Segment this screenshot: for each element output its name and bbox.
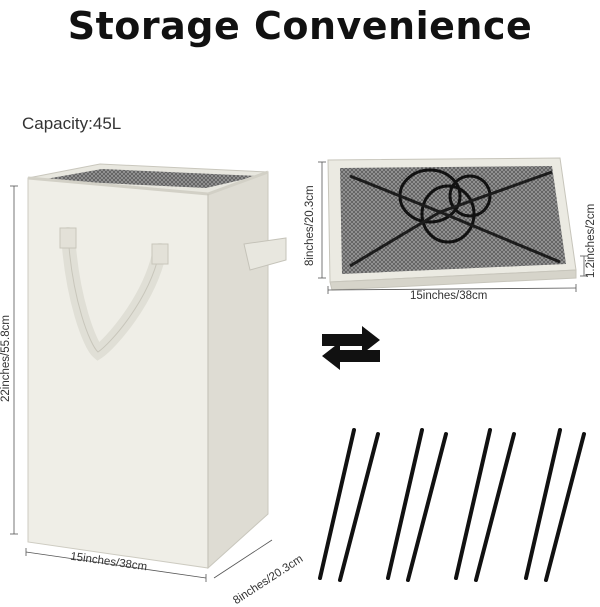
base-depth-label: 8inches/20.3cm [304,185,316,266]
side-handle [243,237,287,271]
page-title: Storage Convenience [67,4,533,48]
base-thickness-label: 1.2inches/2cm [585,203,597,278]
capacity-label: Capacity:45L [22,114,122,133]
support-rod-pair [454,428,516,582]
basket-base [327,157,577,291]
base-width-label: 15inches/38cm [410,290,488,302]
exchange-arrows-icon [322,326,380,370]
base-dimension-lines [318,161,588,294]
support-rod-pair [524,428,586,582]
support-rod-pair [386,428,448,582]
support-rod-pair [318,428,380,582]
support-rods [318,428,586,582]
basket-height-label: 22inches/55.8cm [0,315,12,402]
laundry-basket [27,163,287,570]
basket-dimension-lines [10,185,273,582]
